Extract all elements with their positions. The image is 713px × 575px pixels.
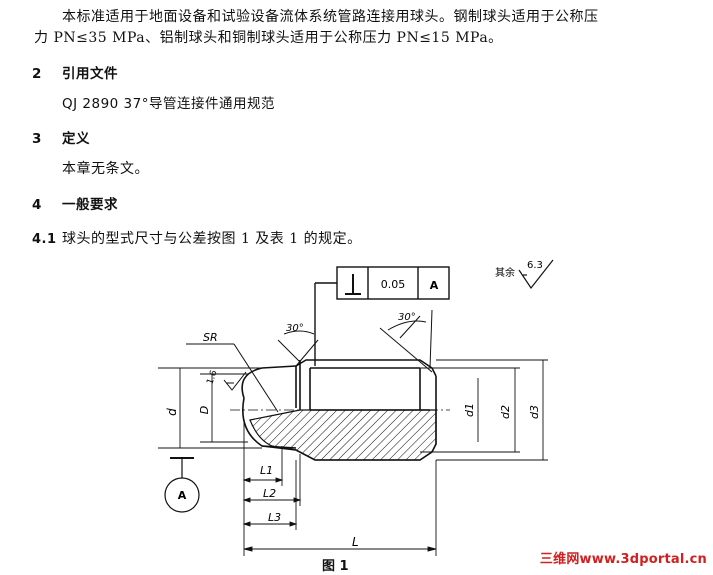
datum-circle-letter: A <box>178 489 187 502</box>
section-2-heading: 2 引用文件 <box>32 62 118 82</box>
section-title: 定义 <box>62 131 90 147</box>
dim-L3: L3 <box>268 511 281 524</box>
roughness-label: 其余 <box>495 266 515 279</box>
section-4-heading: 4 一般要求 <box>32 193 118 213</box>
roughness-small-value: 1.6 <box>205 369 219 386</box>
clause-number: 4.1 <box>32 232 57 247</box>
dim-L2: L2 <box>263 487 276 500</box>
dim-d1: d1 <box>463 403 476 417</box>
roughness-value: 6.3 <box>527 260 543 271</box>
left-dimensions <box>158 367 262 449</box>
reference-line: QJ 2890 37°导管连接件通用规范 <box>62 96 275 112</box>
dim-d2: d2 <box>499 405 512 419</box>
datum-letter: A <box>430 279 439 292</box>
paragraph-line-1: 本标准适用于地面设备和试验设备流体系统管路连接用球头。钢制球头适用于公称压 <box>62 9 599 25</box>
definition-text: 本章无条文。 <box>62 161 149 177</box>
paragraph-line-2: 力 PN≤35 MPa、铝制球头和铜制球头适用于公称压力 PN≤15 MPa。 <box>34 30 503 46</box>
roughness-symbol <box>518 259 554 290</box>
dim-L: L <box>352 535 359 549</box>
sr-label: SR <box>203 331 218 344</box>
watermark: 三维网www.3dportal.cn <box>539 552 707 567</box>
angle-left: 30° <box>286 323 304 334</box>
section-number: 3 <box>32 131 42 147</box>
section-hatching <box>249 409 437 461</box>
clause-4-1: 4.1 球头的型式尺寸与公差按图 1 及表 1 的规定。 <box>32 228 362 248</box>
dim-d: d <box>165 408 179 416</box>
section-number: 2 <box>32 66 42 82</box>
datum-feature-symbol <box>164 457 200 513</box>
right-dimensions <box>420 359 548 461</box>
section-number: 4 <box>32 197 42 213</box>
section-title: 一般要求 <box>62 197 118 213</box>
section-title: 引用文件 <box>62 66 118 82</box>
dim-d3: d3 <box>528 405 541 419</box>
sr-leader <box>186 343 279 413</box>
tolerance-value: 0.05 <box>381 278 406 291</box>
angle-leaders <box>277 309 433 373</box>
angle-right: 30° <box>398 312 416 323</box>
figure-caption: 图 1 <box>322 559 349 574</box>
dim-D: D <box>198 406 211 414</box>
bottom-dimensions <box>242 420 437 556</box>
tolerance-frame <box>314 266 450 366</box>
clause-text: 球头的型式尺寸与公差按图 1 及表 1 的规定。 <box>62 231 362 247</box>
dim-L1: L1 <box>260 464 273 477</box>
roughness-small-symbol <box>223 371 247 391</box>
section-3-heading: 3 定义 <box>32 127 90 147</box>
